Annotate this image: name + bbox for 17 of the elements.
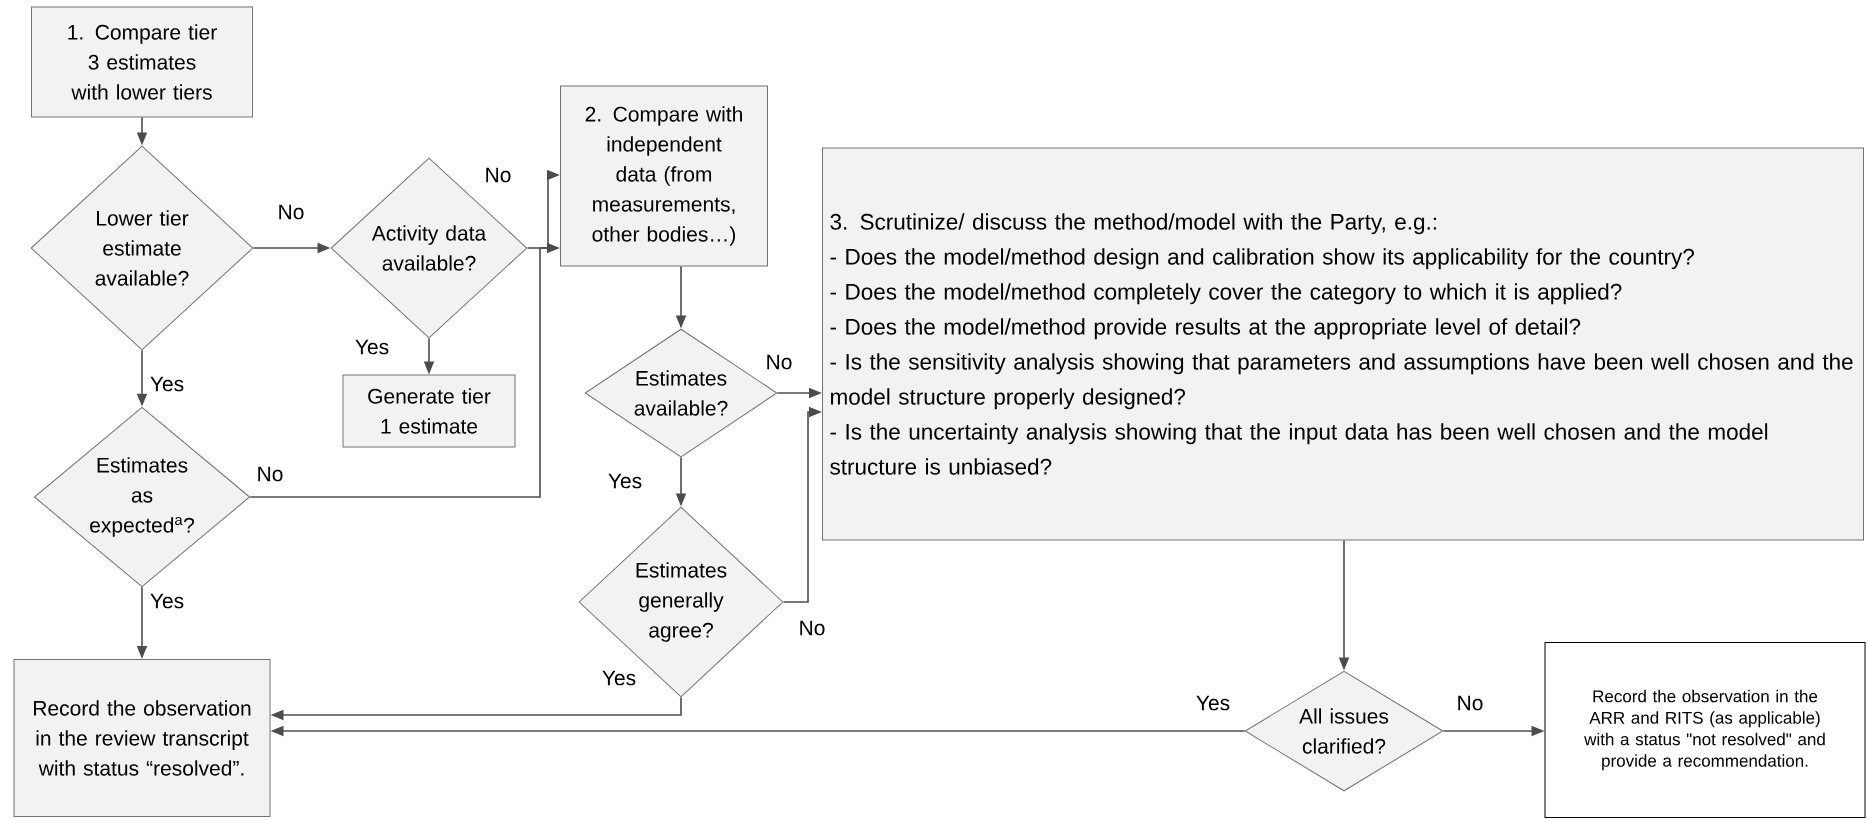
edge-label: No bbox=[796, 618, 828, 638]
edge-label: No bbox=[1454, 693, 1486, 713]
process-box: 2. Compare with independent data (from measurements, other bodies…) bbox=[560, 85, 768, 267]
edge-label: Yes bbox=[352, 337, 392, 357]
process-box: Record the observation in the review transcript with status “resolved”. bbox=[13, 659, 271, 817]
edge-label: No bbox=[275, 202, 307, 222]
edge-label: Yes bbox=[605, 471, 645, 491]
process-box: Record the observation in the ARR and RITS (as applicable) with a status "not resolved" and provide a recommendation. bbox=[1544, 642, 1866, 818]
edge-label: Yes bbox=[147, 591, 187, 611]
process-box: 1. Compare tier 3 estimates with lower tiers bbox=[31, 6, 253, 118]
edge-label: Yes bbox=[1193, 693, 1233, 713]
edge-label: Yes bbox=[599, 668, 639, 688]
edge-label: No bbox=[482, 165, 514, 185]
process-box: Generate tier 1 estimate bbox=[342, 374, 516, 448]
edge-label: Yes bbox=[147, 374, 187, 394]
process-box: 3. Scrutinize/ discuss the method/model with the Party, e.g.: - Does the model/method design and calibration show its applicability for the country? - Does the model/method completely cover the category to which it is applied? - Does the model/method provide results at the appropriate level of detail? - Is the sensitivity analysis showing that parameters and assumptions have been well chosen and the model structure properly designed? - Is the uncertainty analysis showing that the input data has been well chosen and the model structure is unbiased? bbox=[822, 147, 1864, 541]
edge-label: No bbox=[254, 464, 286, 484]
